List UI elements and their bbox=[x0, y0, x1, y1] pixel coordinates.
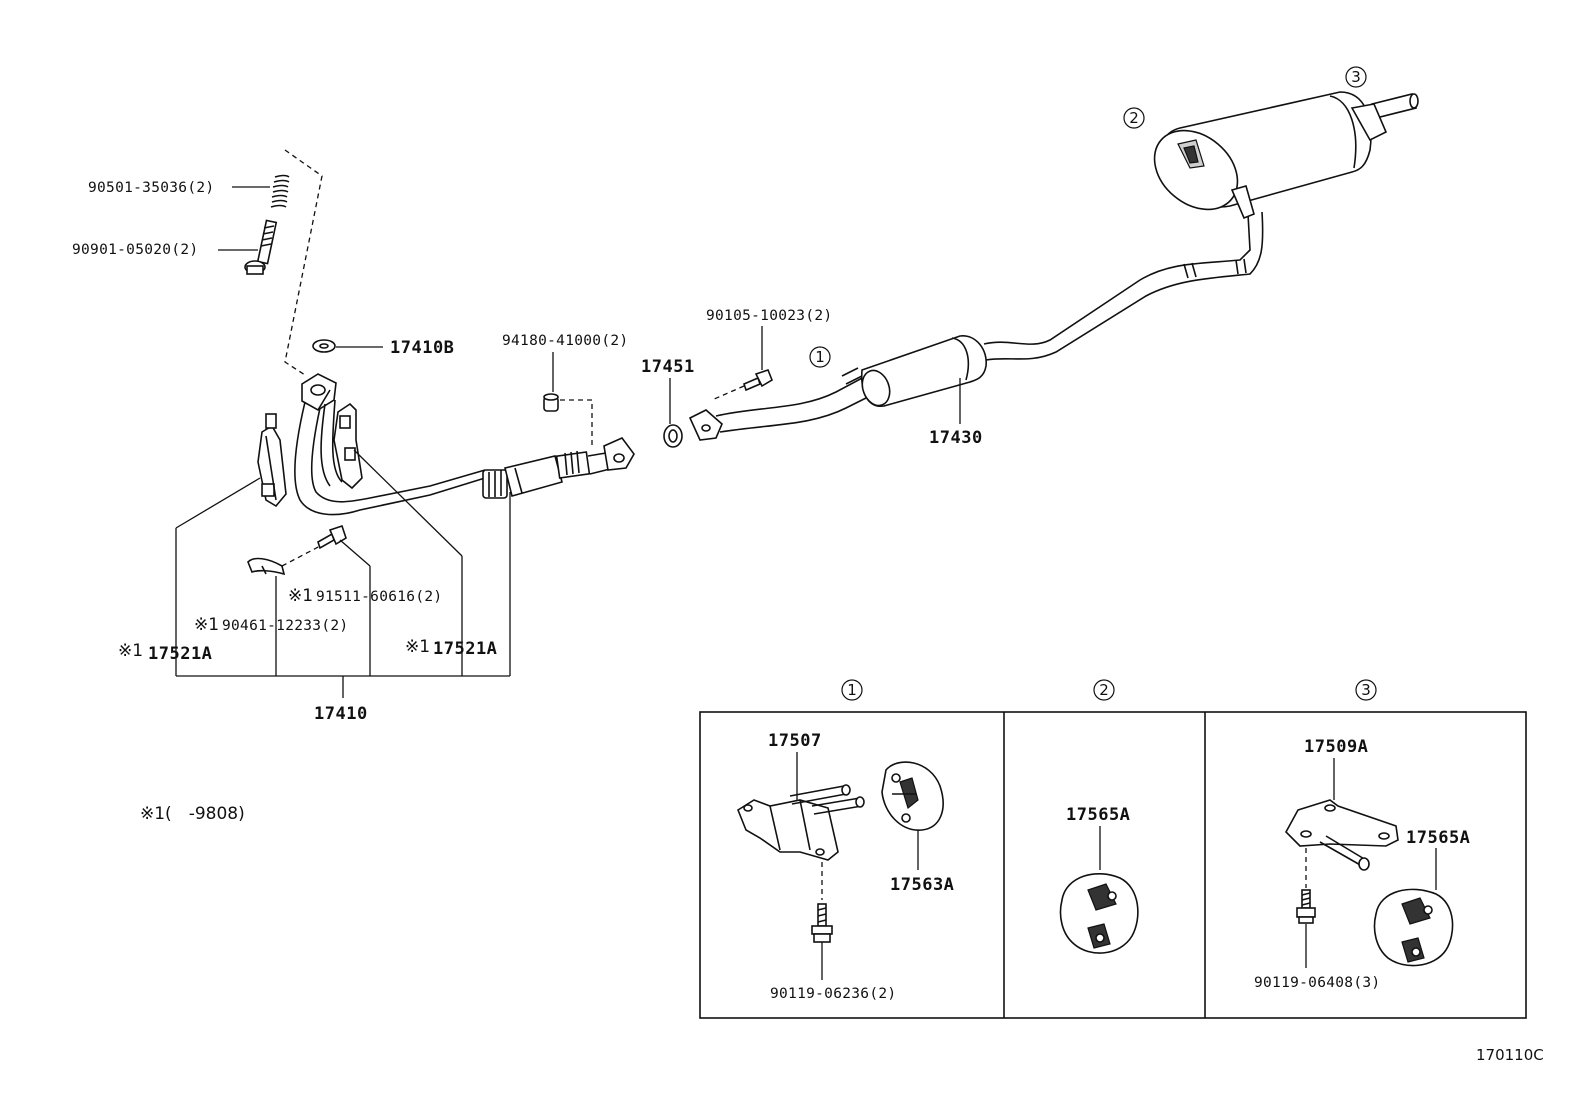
bolt-91511-label[interactable]: 91511-60616(2) bbox=[316, 589, 442, 605]
bracket-left-mark: ※1 bbox=[118, 641, 143, 661]
front-pipe-label[interactable]: 17410 bbox=[314, 704, 368, 724]
svg-text:2: 2 bbox=[1099, 681, 1109, 699]
clamp-part bbox=[247, 557, 286, 576]
clamp-label[interactable]: 90461-12233(2) bbox=[222, 618, 348, 634]
bracket-left-label[interactable]: 17521A bbox=[148, 644, 212, 664]
nut-94180-part bbox=[543, 393, 559, 412]
nut-94180-dashed bbox=[560, 399, 593, 446]
bolt-90119-06408-label[interactable]: 90119-06408(3) bbox=[1254, 975, 1380, 991]
hanger-17507-part bbox=[737, 784, 865, 861]
svg-text:3: 3 bbox=[1361, 681, 1371, 699]
clamp-dashed-line bbox=[281, 543, 325, 567]
callout-3-main: 3 bbox=[1345, 66, 1367, 88]
spring-part bbox=[270, 174, 290, 208]
bracket-left-part bbox=[257, 413, 287, 508]
panel-2-number: 2 bbox=[1093, 679, 1115, 701]
front-pipe-part bbox=[294, 373, 635, 516]
svg-text:3: 3 bbox=[1351, 68, 1361, 86]
bolt-91511-part bbox=[317, 524, 347, 550]
detail-panels bbox=[699, 711, 1527, 1019]
center-pipe-part bbox=[688, 211, 1264, 441]
insulator-17565a-p2-part bbox=[1059, 873, 1139, 954]
spring-bolt-part bbox=[244, 219, 278, 275]
callout-2-main: 2 bbox=[1123, 107, 1145, 129]
insulator-17563a-label[interactable]: 17563A bbox=[890, 875, 954, 895]
gasket-17410b-label[interactable]: 17410B bbox=[390, 338, 454, 358]
nut-94180-label[interactable]: 94180-41000(2) bbox=[502, 333, 628, 349]
insulator-17565a-p2-label[interactable]: 17565A bbox=[1066, 805, 1130, 825]
svg-text:1: 1 bbox=[847, 681, 857, 699]
spring-label[interactable]: 90501-35036(2) bbox=[88, 180, 214, 196]
footnote: ※1( -9808) bbox=[140, 804, 245, 824]
bolt-91511-mark: ※1 bbox=[288, 586, 313, 606]
bracket-17509a-label[interactable]: 17509A bbox=[1304, 737, 1368, 757]
gasket-17451-label[interactable]: 17451 bbox=[641, 357, 695, 377]
bolt-90105-part bbox=[743, 369, 773, 392]
insulator-17565a-p3-label[interactable]: 17565A bbox=[1406, 828, 1470, 848]
gasket-17410b-part bbox=[312, 339, 336, 353]
gasket-17451-part bbox=[663, 424, 683, 448]
hanger-17507-label[interactable]: 17507 bbox=[768, 731, 822, 751]
bolt-90105-dashed bbox=[711, 385, 745, 401]
bracket-right-part bbox=[333, 402, 363, 490]
clamp-mark: ※1 bbox=[194, 615, 219, 635]
bolt-90119-06236-label[interactable]: 90119-06236(2) bbox=[770, 986, 896, 1002]
bolt-91511-leader bbox=[339, 539, 371, 567]
insulator-17563a-part bbox=[881, 761, 944, 831]
bolt-90119-06236-part bbox=[811, 903, 833, 943]
bracket-right-label[interactable]: 17521A bbox=[433, 639, 497, 659]
bracket-right-leader bbox=[353, 449, 463, 557]
panel-1-number: 1 bbox=[841, 679, 863, 701]
spring-bolt-label[interactable]: 90901-05020(2) bbox=[72, 242, 198, 258]
bracket-left-leader bbox=[175, 477, 261, 529]
panel-3-number: 3 bbox=[1355, 679, 1377, 701]
muffler-part bbox=[1153, 91, 1419, 220]
callout-1-main: 1 bbox=[809, 346, 831, 368]
diagram-code: 170110C bbox=[1476, 1046, 1544, 1064]
insulator-17565a-p3-part bbox=[1373, 888, 1454, 967]
spring-dashed-line bbox=[284, 149, 323, 376]
bolt-90119-06408-part bbox=[1296, 889, 1316, 924]
svg-text:2: 2 bbox=[1129, 109, 1139, 127]
bracket-17509a-part bbox=[1285, 799, 1399, 871]
bracket-right-mark: ※1 bbox=[405, 637, 430, 657]
bolt-90105-label[interactable]: 90105-10023(2) bbox=[706, 308, 832, 324]
svg-text:1: 1 bbox=[815, 348, 825, 366]
center-pipe-label[interactable]: 17430 bbox=[929, 428, 983, 448]
